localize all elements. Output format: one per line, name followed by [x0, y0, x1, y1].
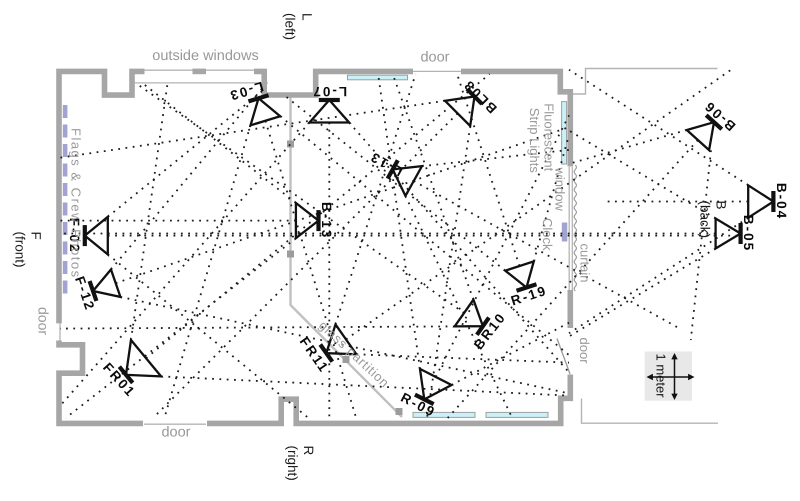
svg-text:door: door [577, 338, 592, 365]
svg-text:Strip Lights: Strip Lights [527, 108, 542, 174]
svg-text:Flags & Crew Photos: Flags & Crew Photos [69, 128, 84, 279]
svg-text:1 meter: 1 meter [654, 354, 669, 399]
svg-text:B-05: B-05 [741, 215, 756, 252]
svg-text:door: door [161, 425, 190, 441]
svg-text:F-02: F-02 [67, 218, 82, 254]
svg-text:door: door [420, 50, 449, 66]
svg-text:Fluorescent: Fluorescent [542, 103, 557, 171]
svg-text:B-13: B-13 [319, 202, 334, 239]
svg-text:curtain: curtain [578, 244, 593, 283]
svg-text:outside windows: outside windows [152, 48, 258, 64]
svg-text:B-04: B-04 [774, 183, 789, 220]
svg-text:window: window [553, 167, 568, 212]
svg-text:Clock: Clock [540, 218, 555, 251]
svg-text:door: door [36, 307, 52, 335]
svg-text:L-07: L-07 [311, 84, 347, 99]
